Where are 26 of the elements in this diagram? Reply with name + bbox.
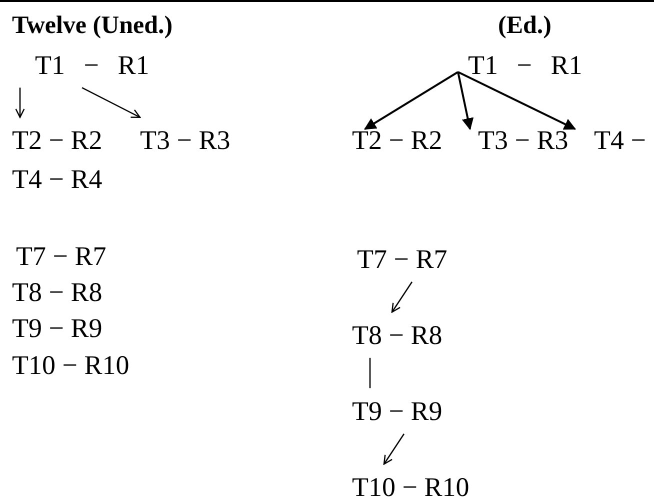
arrow <box>458 71 576 130</box>
term-label: T1 − R1 <box>35 51 150 79</box>
arrow <box>82 87 141 118</box>
arrow <box>391 282 413 313</box>
term-label: T1 − R1 <box>468 51 582 79</box>
term-label: T3 − R3 <box>140 126 230 154</box>
connector-line <box>369 358 371 388</box>
term-label: T10 − R10 <box>352 473 470 499</box>
arrow <box>383 434 405 465</box>
term-label: T4 − <box>594 126 646 154</box>
term-label: T9 − R9 <box>352 397 442 425</box>
term-label: T2 − R2 <box>12 126 102 154</box>
term-label: T9 − R9 <box>12 314 102 342</box>
column-heading: (Ed.) <box>498 12 552 40</box>
term-label: T3 − R3 <box>478 126 568 154</box>
arrow <box>457 72 474 130</box>
term-label: T8 − R8 <box>352 321 442 349</box>
term-label: T10 − R10 <box>12 351 130 379</box>
column-heading: Twelve (Uned.) <box>12 12 173 40</box>
term-label: T2 − R2 <box>352 126 442 154</box>
term-label: T4 − R4 <box>12 165 102 193</box>
term-label: T7 − R7 <box>16 242 106 270</box>
term-label: T7 − R7 <box>357 245 448 273</box>
arrow <box>364 71 459 130</box>
arrow <box>15 88 25 118</box>
term-label: T8 − R8 <box>12 278 102 306</box>
